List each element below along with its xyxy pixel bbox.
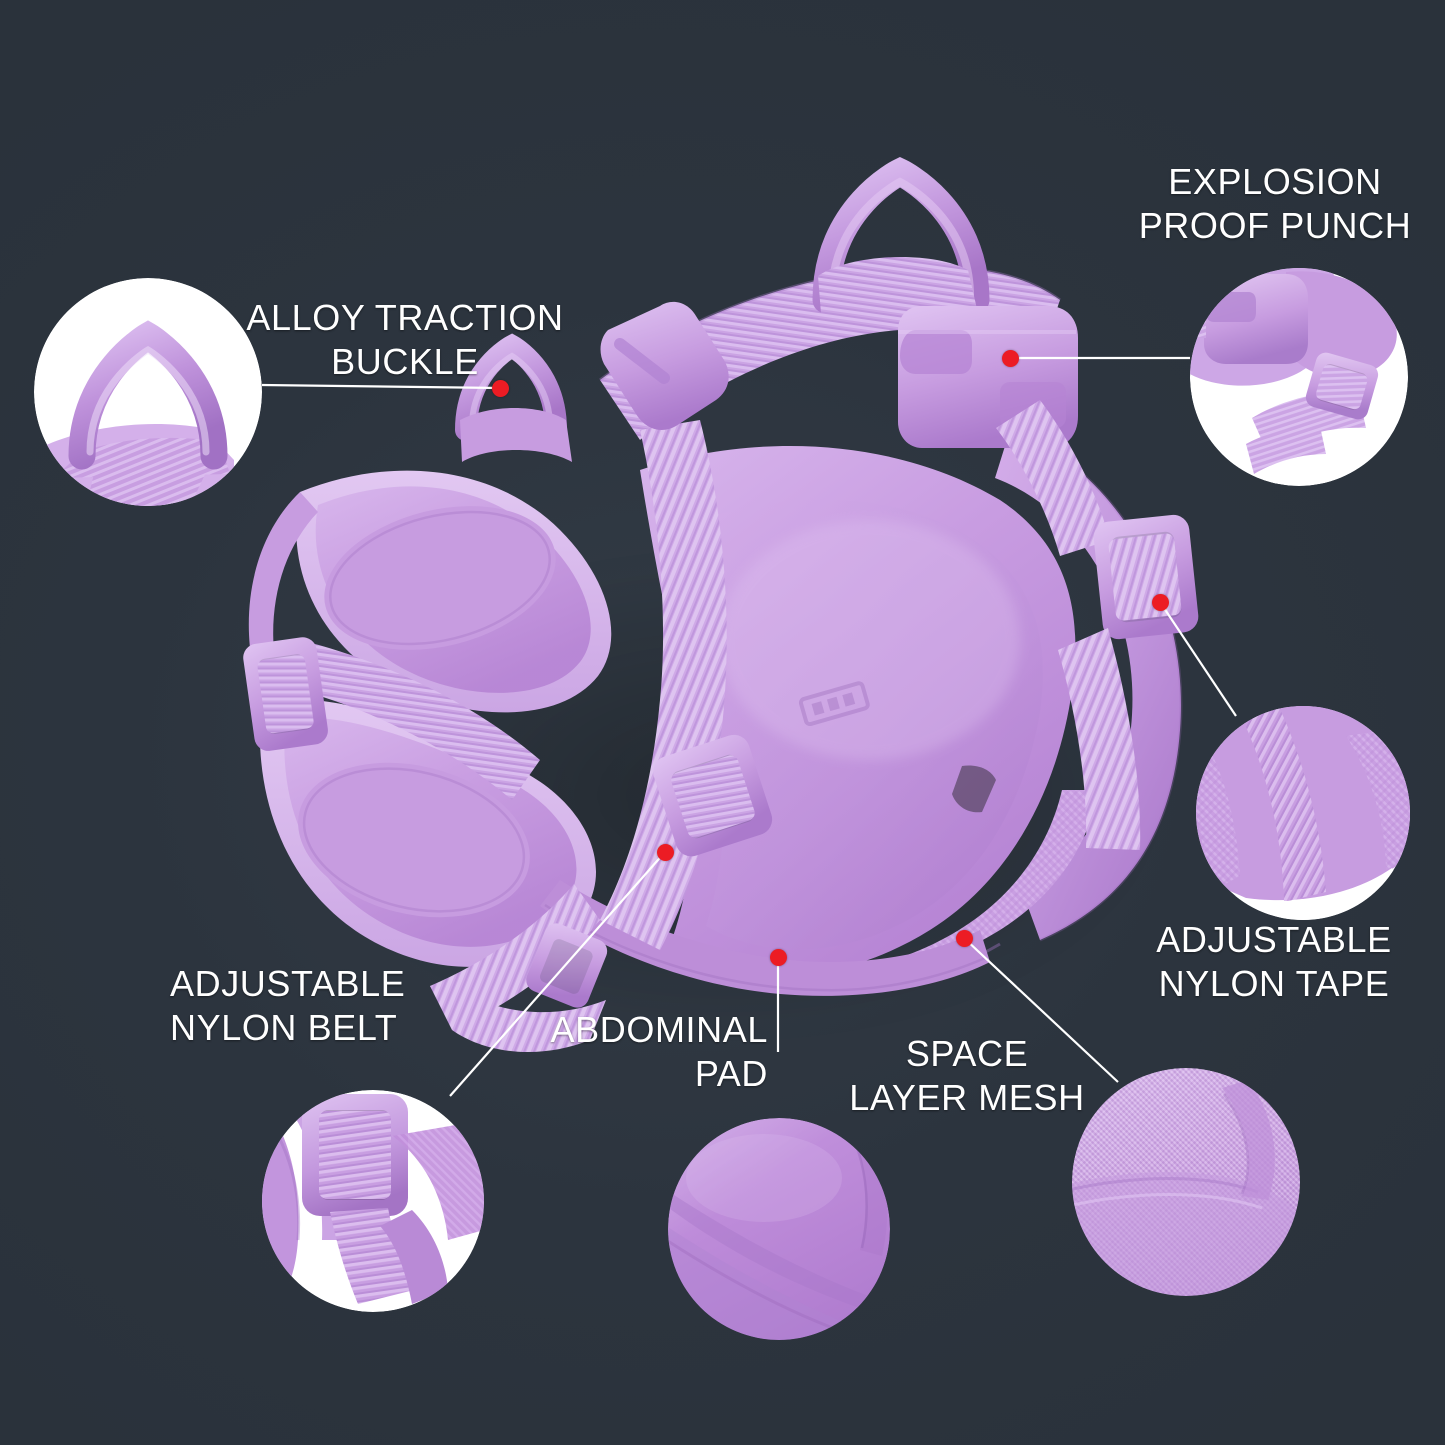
detail-circle-abdominal-pad [668,1118,890,1340]
detail-circle-explosion-proof-punch [1190,268,1408,486]
detail-circle-space-layer-mesh [1072,1068,1300,1296]
marker-alloy-traction-buckle [492,380,509,397]
marker-adjustable-nylon-belt [657,844,674,861]
marker-abdominal-pad [770,949,787,966]
padded-panel-icon [668,1118,890,1340]
marker-space-layer-mesh [956,930,973,947]
detail-circle-alloy-traction-buckle [34,278,262,506]
marker-explosion-proof-punch [1002,350,1019,367]
marker-adjustable-nylon-tape [1152,594,1169,611]
detail-circle-adjustable-nylon-belt [262,1090,484,1312]
detail-circle-adjustable-nylon-tape [1196,706,1410,920]
